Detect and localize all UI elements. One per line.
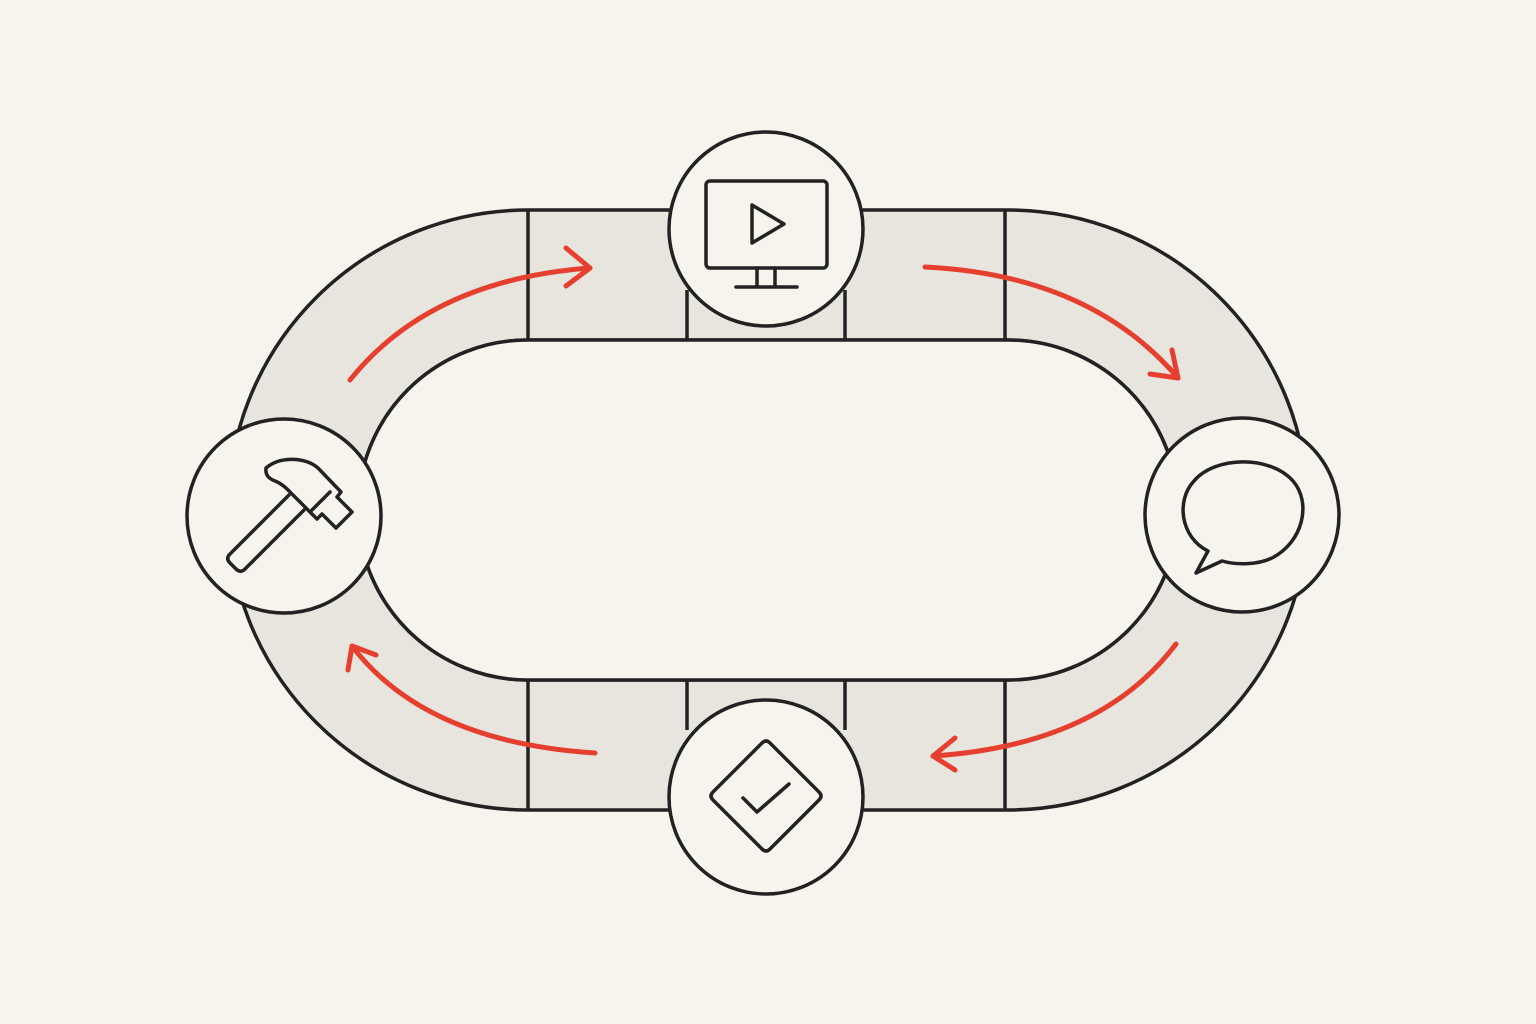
node-top xyxy=(667,130,865,328)
node-left xyxy=(185,417,383,615)
arrows xyxy=(345,245,1181,773)
arrow-left-to-top xyxy=(347,245,593,383)
monitor-play-icon xyxy=(704,179,829,289)
diamond-check-icon xyxy=(709,739,823,853)
arrow-bottom-to-left xyxy=(345,643,598,756)
track-center-field xyxy=(358,340,1178,680)
node-right xyxy=(1143,416,1341,614)
node-bottom xyxy=(667,698,865,896)
track xyxy=(226,208,1310,812)
speech-bubble-icon xyxy=(1181,460,1305,575)
arrow-top-to-right xyxy=(922,264,1181,381)
hammer-icon xyxy=(225,457,354,574)
track-inner-edge xyxy=(356,338,1180,682)
arrow-right-to-bottom xyxy=(930,641,1179,773)
